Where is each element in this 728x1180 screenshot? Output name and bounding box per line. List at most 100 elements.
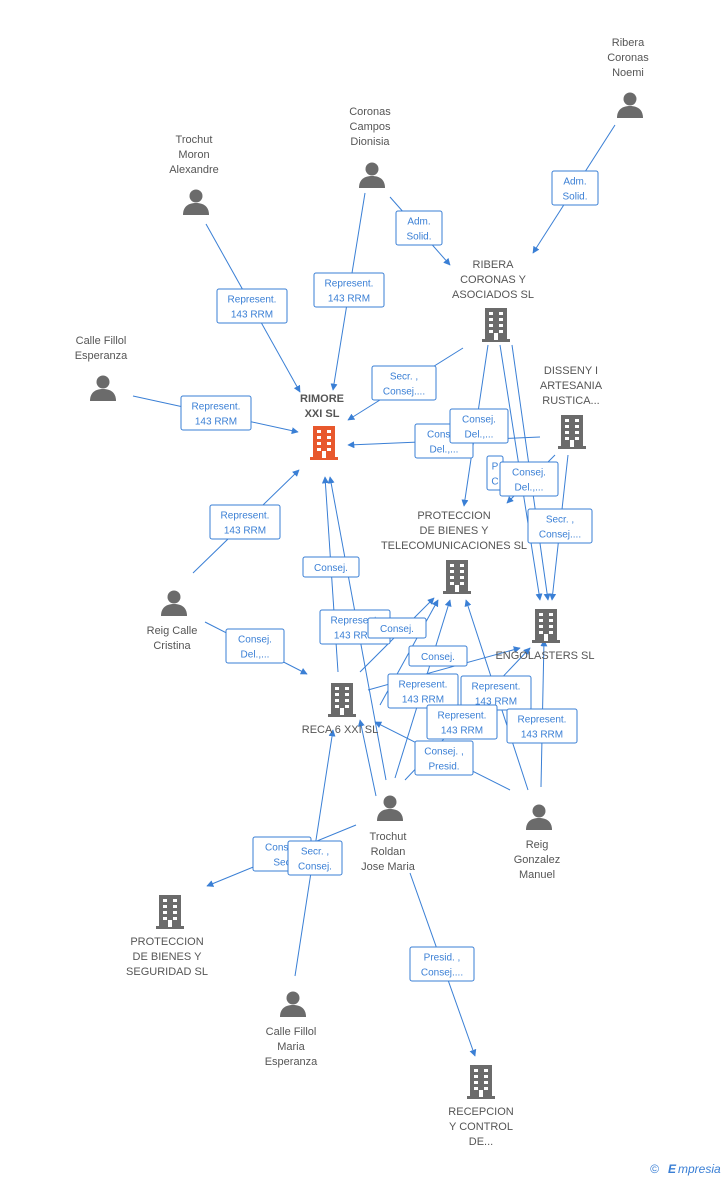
edge-label-text: Consej. , — [424, 747, 463, 758]
edge-label-box — [527, 508, 593, 544]
edge-label-text: Del.,... — [241, 650, 270, 661]
edge-label-box — [426, 704, 498, 740]
copyright-symbol: © — [650, 1162, 659, 1176]
brand-initial: E — [668, 1162, 677, 1176]
node-label-line: RECEPCION — [448, 1106, 513, 1118]
node-label-line: ASOCIADOS SL — [452, 289, 534, 301]
edge-label-text: Adm. — [407, 217, 430, 228]
node-label-line: Gonzalez — [514, 854, 560, 866]
node-label-line: RUSTICA... — [542, 395, 599, 407]
edge-label-text: Adm. — [563, 177, 586, 188]
edge-label-box — [387, 673, 459, 709]
edge-label-text: Represent. — [221, 511, 270, 522]
node-label-line: Reig — [526, 839, 549, 851]
node-label-line: Coronas — [349, 106, 391, 118]
edge-label-box — [414, 740, 474, 776]
edge-label-box — [506, 708, 578, 744]
edge-label-text: Del.,... — [465, 430, 494, 441]
edge-label-e13: Consej. — [302, 556, 360, 578]
node-label-line: Alexandre — [169, 164, 219, 176]
edge-label-text: Del.,... — [515, 483, 544, 494]
person-icon — [617, 92, 643, 118]
node-label-line: Roldan — [371, 846, 406, 858]
node-label-line: ENGOLASTERS SL — [495, 650, 594, 662]
edge-label-text: Consej. — [265, 843, 299, 854]
edge-label-text: 143 RRM — [475, 697, 517, 708]
edge-label-box — [499, 461, 559, 497]
edge-label-text: 143 RRM — [441, 726, 483, 737]
edge-label-box — [225, 628, 285, 664]
node-engolasters[interactable]: ENGOLASTERS SL — [495, 609, 595, 662]
edge-label-text: Consej. — [314, 563, 348, 574]
node-disseny[interactable]: DISSENY IARTESANIARUSTICA... — [540, 365, 603, 449]
building-icon — [328, 683, 356, 717]
node-label-line: Esperanza — [75, 350, 128, 362]
edge-label-box — [449, 408, 509, 444]
node-label-line: RIMORE — [300, 393, 344, 405]
building-icon — [482, 308, 510, 342]
edge-label-text: Solid. — [406, 232, 431, 243]
edge-label-e22: Consej. ,Presid. — [414, 740, 474, 776]
edge-label-e24: Secr. ,Consej. — [287, 840, 343, 876]
edge-label-e25: Presid. ,Consej.... — [409, 946, 475, 982]
edge-label-e8: Consej.Del.,... — [449, 408, 509, 444]
edge-label-e18: Represent.143 RRM — [387, 673, 459, 709]
edge-label-text: Sec — [273, 858, 290, 869]
edge-label-text: 143 RRM — [521, 730, 563, 741]
edge-label-text: Represent. — [192, 402, 241, 413]
node-label-line: Noemi — [612, 67, 644, 79]
node-label-line: DE BIENES Y — [133, 951, 203, 963]
edge-label-box — [367, 617, 427, 639]
brand-name: mpresia — [678, 1162, 721, 1176]
edge-label-e9: PC — [486, 455, 504, 491]
edge-label-text: Represent. — [438, 711, 487, 722]
edge-label-e17: Consej. — [408, 645, 468, 667]
node-label-line: Dionisia — [350, 136, 390, 148]
node-label-line: Trochut — [176, 134, 213, 146]
edge-label-text: Consej. — [427, 430, 461, 441]
node-label-line: CORONAS Y — [460, 274, 526, 286]
edge-label-text: Represent. — [399, 680, 448, 691]
edge-label-e5: Secr. ,Consej.... — [371, 365, 437, 401]
edge-label-text: Consej.... — [539, 530, 581, 541]
edge-label-box — [180, 395, 252, 431]
node-label-line: Campos — [350, 121, 391, 133]
person-icon — [161, 590, 187, 616]
person-icon — [183, 189, 209, 215]
node-label-line: Y CONTROL — [449, 1121, 513, 1133]
node-reca6[interactable]: RECA 6 XXI SL — [302, 683, 378, 736]
node-label-line: PROTECCION — [417, 510, 490, 522]
edge-label-text: Solid. — [562, 192, 587, 203]
person-icon — [526, 804, 552, 830]
edge-label-box — [287, 840, 343, 876]
edge-label-e16: Consej. — [367, 617, 427, 639]
node-label-line: DE BIENES Y — [420, 525, 490, 537]
edge-label-e1: Adm. Solid. — [551, 170, 599, 206]
edge-label-box — [313, 272, 385, 308]
edge-trochut-jose-to-reca6 — [357, 719, 377, 797]
node-label-line: Esperanza — [265, 1056, 318, 1068]
node-label-line: ARTESANIA — [540, 380, 603, 392]
node-label-line: Maria — [277, 1041, 305, 1053]
building-icon — [156, 895, 184, 929]
edge-label-text: Secr. , — [301, 847, 329, 858]
edge-label-box — [302, 556, 360, 578]
edge-label-e3: Represent.143 RRM — [313, 272, 385, 308]
node-label-line: Trochut — [370, 831, 407, 843]
edge-label-text: Represent. — [472, 682, 521, 693]
edge-label-text: Represent. — [331, 616, 380, 627]
